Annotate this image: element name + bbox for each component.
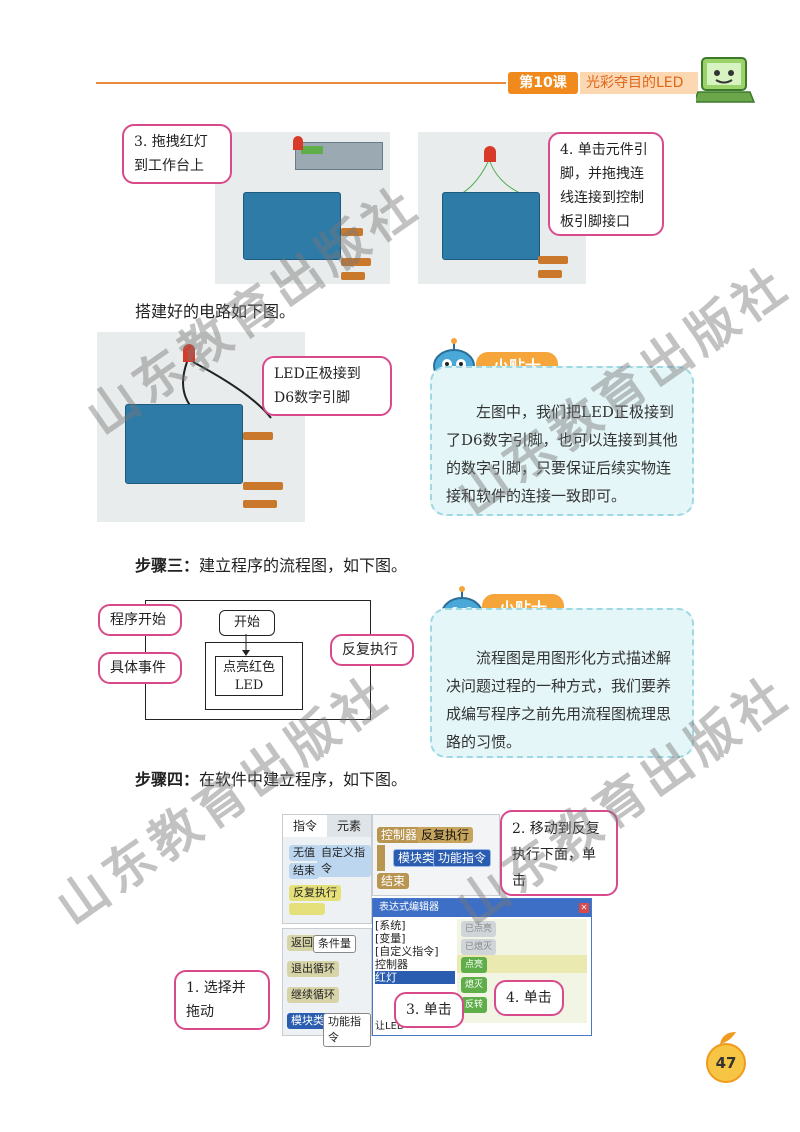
repeat-arm [377,845,385,871]
block-repeat[interactable]: 反复执行 [289,885,341,901]
close-icon[interactable]: ✕ [579,903,589,913]
tip-box-1: 左图中，我们把LED正极接到了D6数字引脚，也可以连接到其他的数字引脚，只要保证… [430,366,694,516]
step3-text: 建立程序的流程图，如下图。 [199,556,408,575]
block-return[interactable]: 返回 [287,935,317,951]
block-no-value[interactable]: 无值 [289,845,319,861]
callout-click-4: 4. 单击 [494,980,564,1016]
list-item[interactable]: [系统] [375,919,406,932]
flowchart-loop [205,642,303,710]
block-continue-loop[interactable]: 继续循环 [287,987,339,1003]
list-item[interactable]: 控制器 [375,958,408,971]
workspace: 控制器 反复执行 模块类 功能指令 结束 [372,814,500,896]
option-light-on[interactable]: 点亮 [461,957,488,973]
dialog-hint: 让LED [375,1021,405,1032]
screenshot-drag-led [215,132,390,284]
callout-move-repeat: 2. 移动到反复执行下面，单击 [500,810,618,896]
block-controller[interactable]: 控制器 [377,827,422,843]
tab-elements[interactable]: 元素 [327,815,371,837]
block-cond[interactable]: 条件量 [313,935,356,953]
step4-label: 步骤四： [135,770,200,789]
tab-commands[interactable]: 指令 [283,815,328,837]
block-func-cmd[interactable]: 功能指令 [323,1013,371,1047]
block-end[interactable]: 结束 [289,863,319,879]
block-func-cmd-dragged[interactable]: 功能指令 [433,849,492,867]
block-module-class[interactable]: 模块类 [287,1013,328,1029]
block-exit-loop[interactable]: 退出循环 [287,961,339,977]
list-item-selected[interactable]: 红灯 [375,971,455,984]
block-repeat-body [289,903,325,915]
page-number: 47 [706,1043,746,1083]
option-highlight [457,955,587,973]
list-item[interactable]: [变量] [375,932,406,945]
block-end2[interactable]: 结束 [377,873,410,889]
flowchart-arrow-icon [242,634,250,656]
option-toggle[interactable]: 反转 [461,997,488,1013]
option-lit[interactable]: 已点亮 [461,921,497,937]
lesson-title: 光彩夺目的LED [580,72,698,94]
leaf-icon [720,1032,736,1044]
callout-event: 具体事件 [98,652,182,684]
callout-repeat: 反复执行 [330,634,414,666]
option-light-off[interactable]: 熄灭 [461,977,488,993]
callout-drag-led: 3. 拖拽红灯到工作台上 [122,124,232,184]
option-off[interactable]: 已熄灭 [461,939,497,955]
command-palette-lower: 返回 条件量 退出循环 继续循环 模块类 功能指令 [282,928,372,1047]
callout-click-3: 3. 单击 [394,992,464,1028]
flowchart-event: 点亮红色LED [215,656,283,696]
block-custom-cmd[interactable]: 自定义指令 [317,845,371,877]
laptop-mascot-icon [696,57,756,103]
step4: 步骤四：在软件中建立程序，如下图。 [135,766,407,790]
list-item[interactable]: [自定义指令] [375,945,439,958]
command-palette: 指令 元素 无值 自定义指令 结束 反复执行 [282,814,372,924]
tip-box-2: 流程图是用图形化方式描述解决问题过程的一种方式，我们要养成编写程序之前先用流程图… [430,608,694,758]
callout-connect-pin: 4. 单击元件引脚，并拖拽连线连接到控制板引脚接口 [548,132,664,236]
block-repeat-exec[interactable]: 反复执行 [417,827,474,843]
step3: 步骤三：建立程序的流程图，如下图。 [135,552,407,576]
circuit-caption: 搭建好的电路如下图。 [135,302,296,321]
header-rule [96,82,506,84]
lesson-badge: 第10课 [508,72,578,94]
step4-text: 在软件中建立程序，如下图。 [199,770,408,789]
callout-select-drag: 1. 选择并拖动 [174,970,270,1030]
dialog-title: 表达式编辑器 [373,899,591,917]
dialog-left-list: [系统] [变量] [自定义指令] 控制器 红灯 [375,919,455,1023]
step3-label: 步骤三： [135,556,200,575]
callout-led-d6: LED正极接到D6数字引脚 [262,356,392,416]
flowchart-start: 开始 [219,610,275,636]
callout-program-start: 程序开始 [98,604,182,636]
